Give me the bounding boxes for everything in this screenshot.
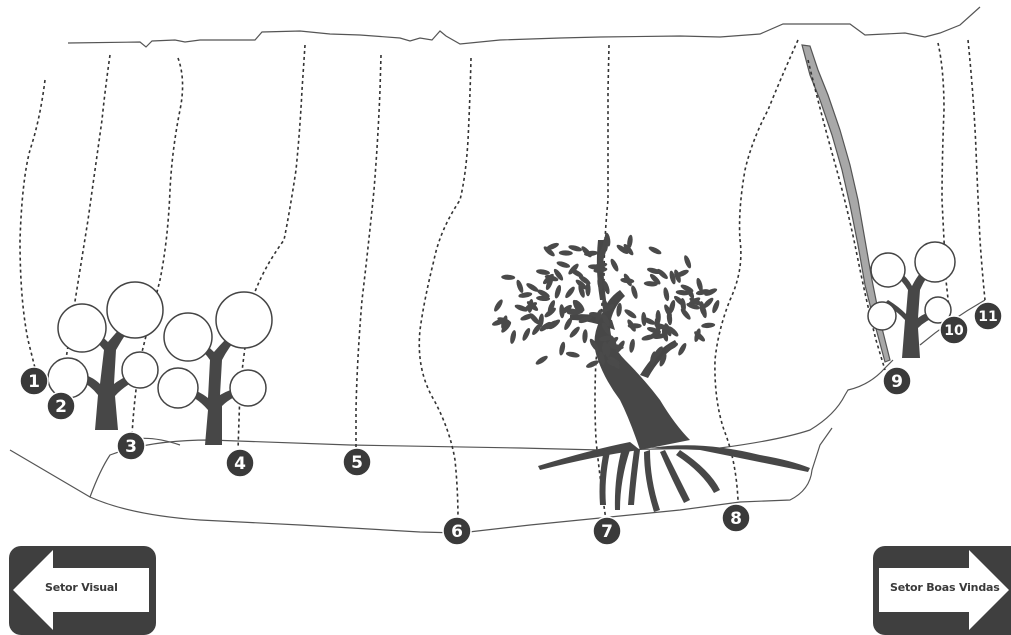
route-number-2: 2 <box>55 397 67 417</box>
olive-leaf <box>585 359 600 370</box>
route-number-10: 10 <box>944 323 964 339</box>
route-number-7: 7 <box>601 522 613 542</box>
olive-leaf <box>509 330 517 345</box>
olive-leaf <box>568 325 581 339</box>
olive-leaves <box>491 232 721 370</box>
next-sector-label: Setor Boas Vindas <box>890 581 1000 594</box>
route-number-3: 3 <box>125 437 137 457</box>
route-marker-5[interactable]: 5 <box>343 448 371 476</box>
route-line-5 <box>356 55 381 450</box>
olive-leaf <box>623 308 638 320</box>
previous-sector-button[interactable]: Setor Visual <box>9 546 156 635</box>
route-marker-10[interactable]: 10 <box>940 316 968 344</box>
previous-sector-label: Setor Visual <box>45 581 118 594</box>
route-number-11: 11 <box>978 309 997 325</box>
route-marker-3[interactable]: 3 <box>117 432 145 460</box>
olive-leaf <box>677 342 688 357</box>
olive-leaf <box>515 279 525 294</box>
olive-leaf <box>558 341 566 356</box>
olive-leaf <box>609 258 620 273</box>
olive-leaf <box>492 298 504 313</box>
route-line-11 <box>968 40 985 300</box>
route-line-6 <box>419 58 471 520</box>
olive-leaf <box>564 285 577 299</box>
olive-leaf <box>501 274 515 280</box>
route-marker-9[interactable]: 9 <box>883 367 911 395</box>
route-number-5: 5 <box>351 453 363 473</box>
route-line-1 <box>20 80 45 368</box>
olive-leaf <box>630 285 639 300</box>
olive-leaf <box>559 250 573 256</box>
olive-leaf <box>628 338 635 353</box>
cliff-top-edge <box>68 7 980 47</box>
route-marker-7[interactable]: 7 <box>593 517 621 545</box>
route-marker-2[interactable]: 2 <box>47 392 75 420</box>
route-number-8: 8 <box>730 509 742 529</box>
route-line-8 <box>715 40 798 500</box>
route-number-1: 1 <box>28 372 40 392</box>
olive-leaf <box>556 260 571 269</box>
olive-leaf <box>553 284 562 299</box>
olive-leaf <box>683 254 693 269</box>
olive-leaf <box>534 354 549 366</box>
olive-leaf <box>536 268 551 275</box>
olive-leaf <box>527 299 534 314</box>
olive-leaf <box>521 327 532 342</box>
cartoon-tree-middle <box>158 292 272 445</box>
route-number-6: 6 <box>451 522 463 542</box>
next-sector-button[interactable]: Setor Boas Vindas <box>873 546 1011 635</box>
olive-leaf <box>518 291 533 299</box>
route-marker-1[interactable]: 1 <box>20 367 48 395</box>
olive-leaf <box>662 287 670 302</box>
route-number-9: 9 <box>891 372 903 392</box>
route-marker-4[interactable]: 4 <box>226 449 254 477</box>
olive-leaf <box>582 329 588 343</box>
route-number-4: 4 <box>234 454 246 474</box>
olive-tree <box>491 232 810 512</box>
olive-leaf <box>563 316 574 331</box>
route-marker-11[interactable]: 11 <box>974 302 1002 330</box>
olive-leaf <box>701 322 715 328</box>
olive-leaf <box>520 312 535 322</box>
olive-leaf <box>565 351 580 359</box>
olive-leaf <box>559 304 565 318</box>
route-marker-8[interactable]: 8 <box>722 504 750 532</box>
olive-leaf <box>648 245 663 256</box>
route-marker-6[interactable]: 6 <box>443 517 471 545</box>
